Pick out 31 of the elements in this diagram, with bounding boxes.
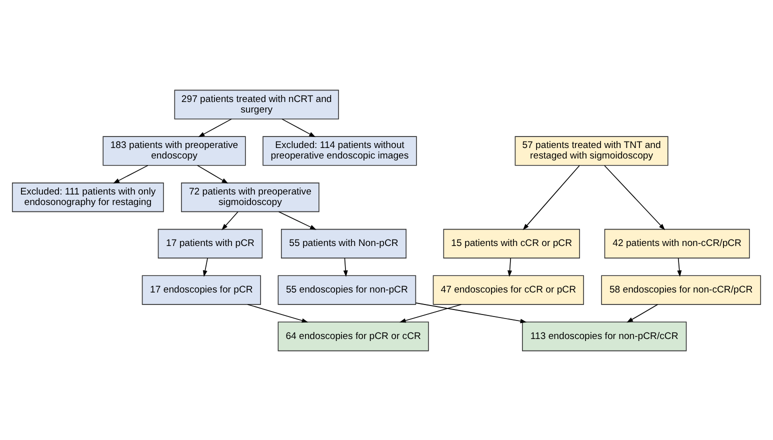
node-box: 58 endoscopies for non-cCR/pCR (601, 274, 762, 304)
arrow (198, 118, 232, 137)
node-box: Excluded: 114 patients without preoperative endoscopic images (262, 136, 417, 166)
node-box: 183 patients with preoperative endoscopy (102, 136, 246, 166)
arrow (415, 302, 527, 323)
arrow (343, 257, 348, 276)
node-box: 42 patients with non-cCR/pCR (604, 228, 750, 258)
arrow (626, 304, 658, 322)
node-box: 72 patients with preoperative sigmoidoscopy (181, 182, 320, 212)
arrow (399, 304, 462, 322)
arrow (222, 210, 238, 230)
node-box: 57 patients treated with TNT and restaged with sigmoidoscopy (514, 136, 668, 166)
node-box: 47 endoscopies for cCR or pCR (432, 274, 584, 304)
arrow (202, 257, 208, 276)
node-box: 17 endoscopies for pCR (142, 274, 261, 304)
node-box: 55 patients with Non-pCR (280, 228, 406, 258)
arrow (522, 164, 580, 230)
arrow (677, 257, 682, 276)
node-box: 64 endoscopies for pCR or cCR (278, 321, 429, 351)
arrow (604, 164, 666, 230)
node-box: 15 patients with cCR or pCR (443, 228, 580, 258)
node-box: 113 endoscopies for non-pCR/cCR (522, 321, 687, 351)
arrow (282, 118, 316, 137)
arrow (247, 304, 308, 322)
arrow (197, 164, 228, 184)
node-box: 17 patients with pCR (158, 228, 263, 258)
node-box: 55 endoscopies for non-pCR (278, 274, 416, 304)
arrow (113, 164, 148, 183)
node-box: Excluded: 111 patients with only endosonography for restaging (12, 182, 164, 212)
node-box: 297 patients treated with nCRT and surgery (174, 89, 339, 119)
arrow (508, 257, 512, 276)
